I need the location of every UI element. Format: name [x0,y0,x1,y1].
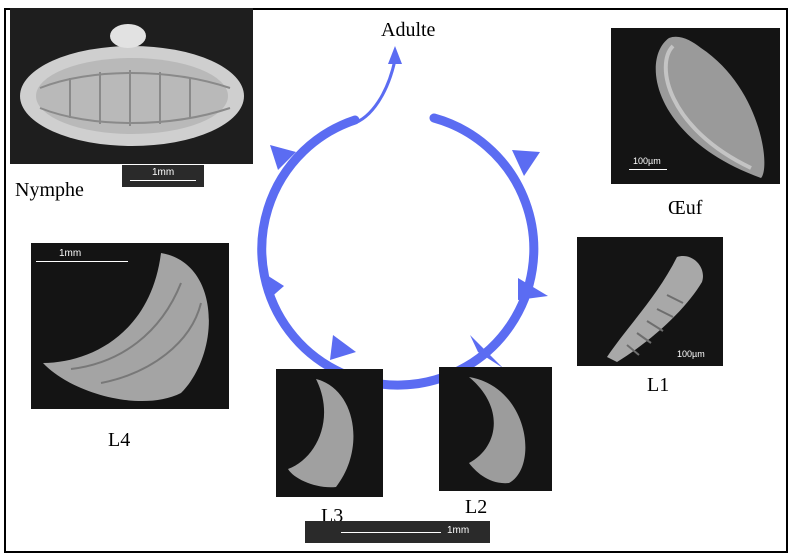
adult-branch [352,60,395,124]
l4-image [31,243,229,409]
egg-photo: 100µm [611,28,780,184]
nymph-photo [10,8,253,164]
l2-l3-scale-label: 1mm [447,525,469,536]
l3-image [276,369,383,497]
cycle-circle [262,118,534,385]
egg-scale-label: 100µm [633,156,661,166]
nymph-scale-label: 1mm [152,167,174,178]
l2-image [439,367,552,491]
nymph-scale-bar: 1mm [122,165,204,187]
label-l1: L1 [647,375,669,395]
label-egg: Œuf [668,198,702,218]
l4-scale-label: 1mm [59,248,81,259]
label-l4: L4 [108,430,130,450]
l1-photo: 100µm [577,237,723,366]
l1-image [577,237,723,366]
l3-photo [276,369,383,497]
adult-arrowhead [388,46,402,64]
cycle-barb [512,150,540,176]
l4-photo: 1mm [31,243,229,409]
label-adult: Adulte [381,20,435,40]
nymph-image [10,8,253,164]
label-l2: L2 [465,497,487,517]
label-nymph: Nymphe [15,180,84,200]
l1-scale-label: 100µm [677,349,705,359]
cycle-barb [330,335,356,360]
l2-photo [439,367,552,491]
l2-l3-scale-bar: 1mm [305,521,490,543]
